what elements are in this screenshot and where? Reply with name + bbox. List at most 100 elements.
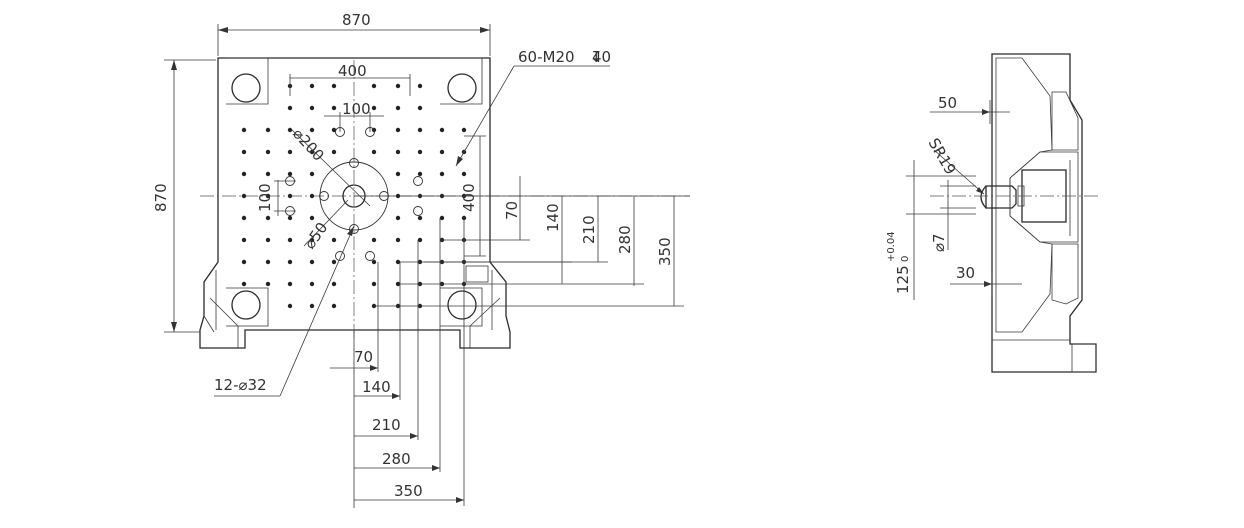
tie-bar-hole-bottom-left [231, 290, 261, 320]
mounting-hole [331, 237, 337, 243]
dim-100-top: 100 [342, 100, 371, 118]
mounting-hole [417, 171, 423, 177]
mounting-hole [331, 303, 337, 309]
mounting-hole [309, 193, 315, 199]
side-dimension-lines [906, 100, 1022, 300]
mounting-hole [309, 171, 315, 177]
dim-400-top: 400 [338, 62, 367, 80]
dim-280-vertical: 280 [616, 225, 634, 254]
dim-70-vertical: 70 [503, 201, 521, 220]
mounting-hole [417, 127, 423, 133]
mounting-hole [265, 215, 271, 221]
mounting-hole [395, 105, 401, 111]
mounting-hole [287, 171, 293, 177]
platen-outline [199, 57, 511, 349]
mounting-hole [331, 149, 337, 155]
mounting-hole [287, 259, 293, 265]
tie-bar-hole-top-right [447, 73, 477, 103]
dim-140-horizontal: 140 [362, 378, 391, 396]
dim-280-horizontal: 280 [382, 450, 411, 468]
mounting-hole [241, 171, 247, 177]
mounting-hole [309, 105, 315, 111]
mounting-hole [265, 149, 271, 155]
mounting-hole [395, 237, 401, 243]
mounting-hole [331, 105, 337, 111]
mounting-hole [309, 127, 315, 133]
mounting-hole [287, 105, 293, 111]
mounting-hole [417, 149, 423, 155]
mounting-hole [241, 215, 247, 221]
dim-dia-50: ⌀50 [301, 219, 332, 252]
mounting-hole [287, 303, 293, 309]
mounting-hole [439, 171, 445, 177]
mounting-hole [241, 149, 247, 155]
mounting-hole [241, 127, 247, 133]
mounting-hole [439, 149, 445, 155]
mounting-hole [371, 83, 377, 89]
mounting-hole [461, 171, 467, 177]
side-view-section [930, 53, 1100, 373]
mounting-hole [371, 281, 377, 287]
ejector-callout: 12-⌀32 [214, 376, 267, 394]
side-outline [991, 53, 1097, 373]
front-dimension-lines [164, 24, 690, 508]
mounting-hole [287, 215, 293, 221]
mounting-hole [395, 83, 401, 89]
mounting-hole [395, 171, 401, 177]
dim-870-top: 870 [342, 11, 371, 29]
mounting-hole [331, 281, 337, 287]
dim-210-horizontal: 210 [372, 416, 401, 434]
mounting-hole [439, 215, 445, 221]
mounting-hole [439, 127, 445, 133]
mounting-hole [395, 127, 401, 133]
ejector-hole [349, 158, 359, 168]
front-view-platen [199, 57, 690, 349]
mounting-hole [241, 193, 247, 199]
dim-70-horizontal: 70 [354, 348, 373, 366]
dim-870-left: 870 [152, 183, 170, 212]
ejector-hole [319, 191, 329, 201]
nozzle-tip [985, 185, 1017, 209]
mounting-hole [287, 127, 293, 133]
mounting-hole [265, 171, 271, 177]
ejector-hole [413, 206, 423, 216]
mounting-hole [309, 259, 315, 265]
mounting-hole [309, 83, 315, 89]
mounting-hole [287, 193, 293, 199]
side-hatched-flange [1051, 91, 1079, 305]
dim-125-base: 125 [894, 265, 912, 294]
mounting-hole [265, 259, 271, 265]
mounting-hole [371, 237, 377, 243]
ejector-hole [365, 251, 375, 261]
mounting-hole [417, 105, 423, 111]
mounting-hole [265, 281, 271, 287]
mounting-hole [331, 83, 337, 89]
dim-350-horizontal: 350 [394, 482, 423, 500]
mounting-hole [309, 281, 315, 287]
dim-210-vertical: 210 [580, 215, 598, 244]
mounting-hole [241, 281, 247, 287]
mounting-hole [265, 193, 271, 199]
dim-125-tol-lower: 0 [900, 256, 911, 262]
mounting-hole [371, 105, 377, 111]
dim-125-tol-upper: +0.04 [886, 231, 897, 262]
mounting-hole [287, 237, 293, 243]
mounting-hole [265, 237, 271, 243]
mounting-hole [309, 303, 315, 309]
ejector-hole [335, 251, 345, 261]
mounting-hole [417, 215, 423, 221]
tie-bar-hole-bottom-right [447, 290, 477, 320]
dim-sr19: SR19 [925, 135, 960, 178]
mounting-hole [417, 83, 423, 89]
mounting-hole [395, 259, 401, 265]
mounting-hole [331, 127, 337, 133]
mounting-hole [461, 127, 467, 133]
mounting-hole [395, 215, 401, 221]
dim-350-vertical: 350 [656, 237, 674, 266]
mounting-hole [241, 259, 247, 265]
thread-depth-symbol: ↧ [590, 48, 603, 66]
mounting-hole [241, 237, 247, 243]
dim-400-right: 400 [460, 183, 478, 212]
mounting-hole [331, 259, 337, 265]
